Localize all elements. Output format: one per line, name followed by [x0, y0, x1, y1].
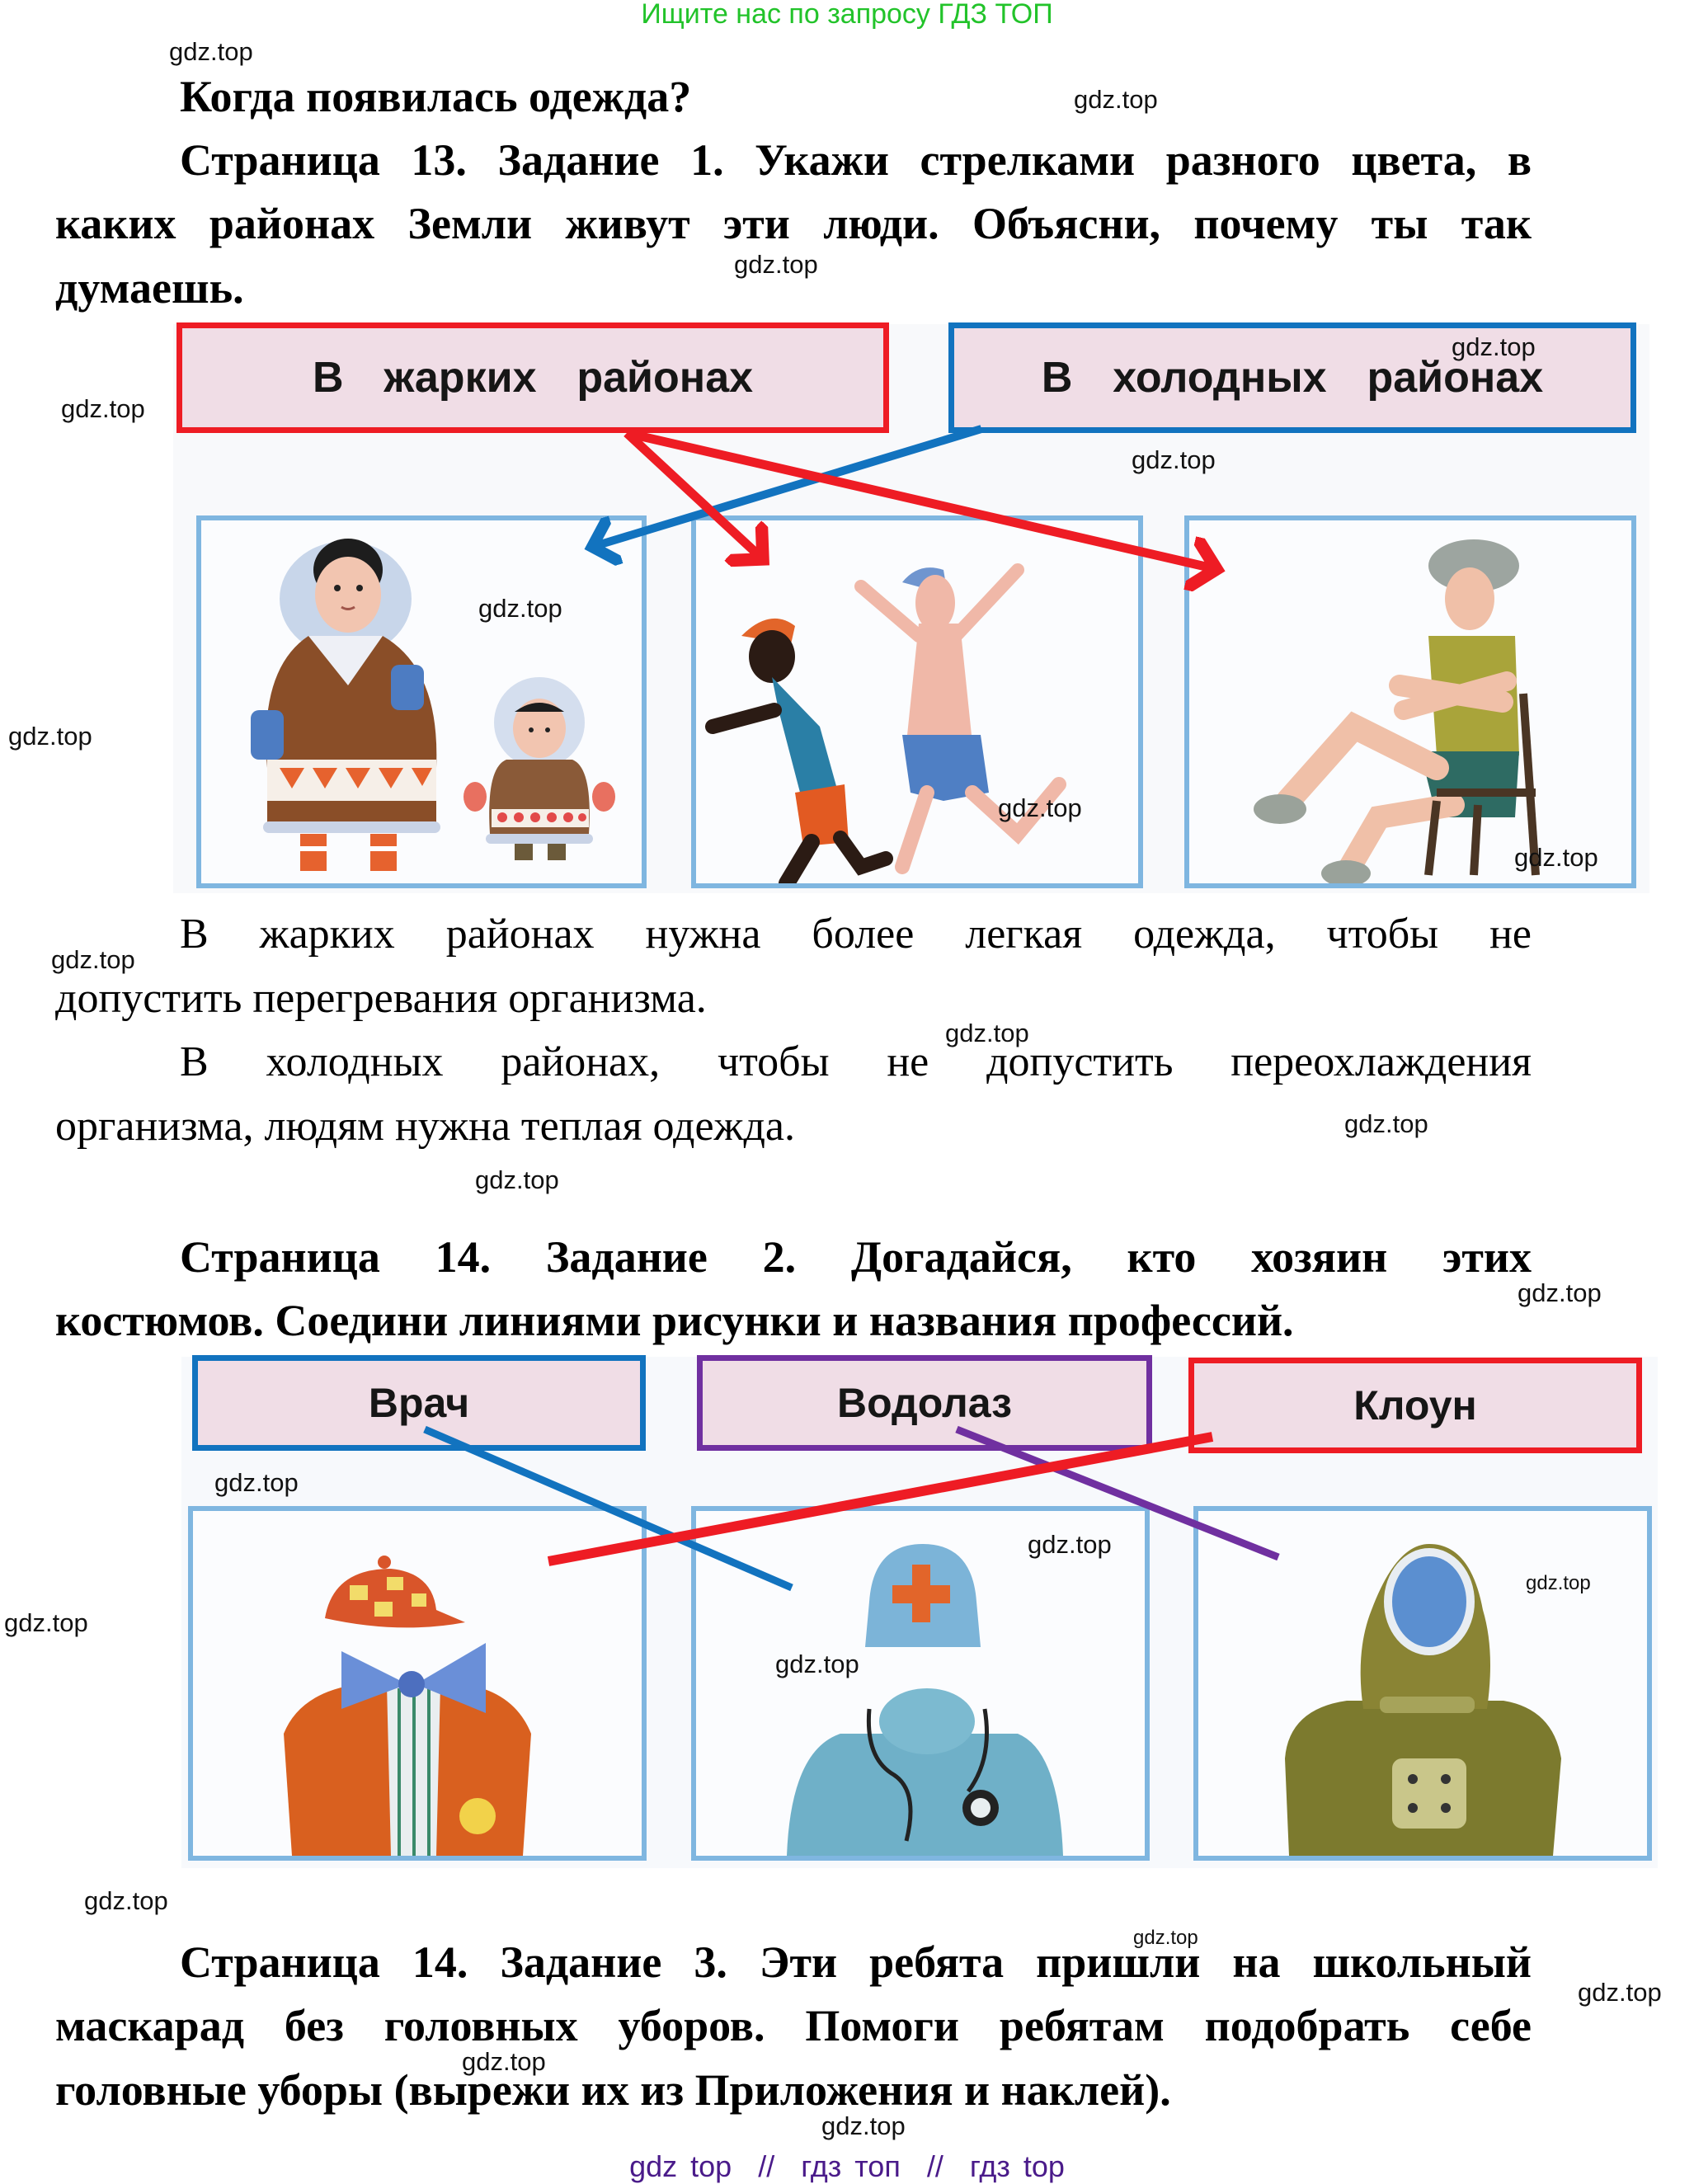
watermark: gdz.top — [1526, 1572, 1591, 1594]
profession-doctor[interactable]: Врач — [192, 1355, 646, 1451]
running-boys-illustration — [705, 563, 1066, 883]
watermark: gdz.top — [1518, 1278, 1602, 1307]
watermark: gdz.top — [1578, 1978, 1662, 2007]
watermark: gdz.top — [4, 1608, 88, 1637]
watermark: gdz.top — [775, 1650, 859, 1678]
watermark: gdz.top — [475, 1165, 559, 1194]
costume-panel-diver[interactable] — [1193, 1506, 1652, 1861]
answer-line-2: допустить перегревания организма. — [55, 975, 707, 1022]
watermark: gdz.top — [945, 1019, 1029, 1047]
task2-heading-line-2: костюмов. Соедини линиями рисунки и назв… — [55, 1296, 1294, 1345]
diver-suit-illustration — [1285, 1544, 1561, 1856]
doctor-costume-illustration — [787, 1544, 1063, 1856]
watermark: gdz.top — [478, 594, 562, 623]
label-cold-regions-text: В холодных районах — [1041, 354, 1544, 402]
watermark: gdz.top — [169, 37, 253, 66]
label-hot-regions-text: В жарких районах — [312, 354, 754, 402]
picture-panel-northern-people[interactable] — [196, 515, 647, 888]
answer-line-1: В жарких районах нужна более легкая одеж… — [180, 911, 1532, 958]
watermark: gdz.top — [1344, 1109, 1428, 1138]
profession-diver[interactable]: Водолаз — [697, 1355, 1152, 1451]
watermark: gdz.top — [84, 1886, 168, 1915]
watermark: gdz.top — [51, 945, 135, 974]
task2-heading-line-1: Страница 14. Задание 2. Догадайся, кто х… — [180, 1232, 1532, 1282]
task3-heading-line-3: головные уборы (вырежи их из Приложения … — [55, 2065, 1171, 2115]
profession-clown-text: Клоун — [1353, 1382, 1477, 1429]
watermark: gdz.top — [1514, 843, 1598, 872]
answer-line-3: В холодных районах, чтобы не допустить п… — [180, 1038, 1532, 1085]
profession-doctor-text: Врач — [368, 1380, 470, 1426]
task3-heading-line-1: Страница 14. Задание 3. Эти ребята пришл… — [180, 1937, 1532, 1987]
watermark: gdz.top — [61, 394, 145, 423]
watermark: gdz.top — [1074, 85, 1158, 114]
task1-heading-line-1: Страница 13. Задание 1. Укажи стрелками … — [180, 135, 1532, 185]
watermark: gdz.top — [8, 722, 92, 751]
task3-heading-line-2: маскарад без головных уборов. Помоги реб… — [55, 2001, 1532, 2050]
task1-heading-line-3: думаешь. — [55, 263, 244, 313]
watermark: gdz.top — [1028, 1530, 1112, 1559]
picture-panel-running-boys[interactable] — [691, 515, 1143, 888]
label-cold-regions[interactable]: В холодных районах — [948, 322, 1636, 433]
answer-line-4: организма, людям нужна теплая одежда. — [55, 1103, 795, 1150]
clown-costume-illustration — [284, 1556, 531, 1856]
footer-links: gdz top // гдз топ // гдз top — [629, 2149, 1065, 2183]
promo-banner: Ищите нас по запросу ГДЗ ТОП — [641, 0, 1053, 30]
watermark: gdz.top — [462, 2047, 546, 2076]
task1-heading-line-2: каких районах Земли живут эти люди. Объя… — [55, 199, 1532, 248]
northern-people-illustration — [251, 539, 615, 871]
watermark: gdz.top — [214, 1468, 299, 1497]
watermark: gdz.top — [1133, 1927, 1198, 1949]
watermark: gdz.top — [734, 250, 818, 279]
label-hot-regions[interactable]: В жарких районах — [176, 322, 889, 433]
watermark: gdz.top — [998, 793, 1082, 822]
page-title: Когда появилась одежда? — [180, 72, 692, 121]
picture-panel-sitting-man[interactable] — [1184, 515, 1636, 888]
watermark: gdz.top — [821, 2111, 906, 2140]
profession-clown[interactable]: Клоун — [1188, 1358, 1642, 1453]
watermark: gdz.top — [1452, 332, 1536, 361]
profession-diver-text: Водолаз — [836, 1380, 1013, 1426]
watermark: gdz.top — [1132, 445, 1216, 474]
costume-panel-clown[interactable] — [188, 1506, 647, 1861]
sitting-man-illustration — [1254, 539, 1540, 883]
